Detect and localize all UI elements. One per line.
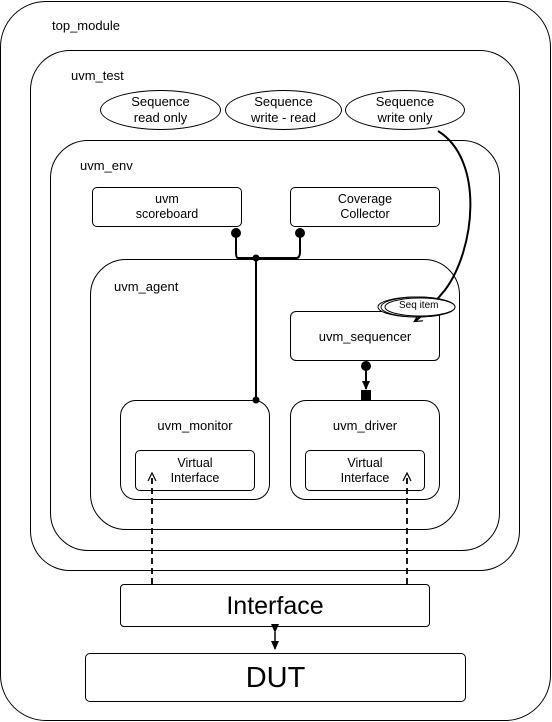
sequence-write-only: Sequence write only [345, 90, 465, 130]
driver-label: uvm_driver [332, 418, 398, 433]
monitor-virtual-interface: Virtual Interface [135, 450, 255, 491]
interface-box: Interface [120, 584, 430, 627]
sequence-read-only: Sequence read only [100, 90, 221, 130]
dut-box: DUT [85, 653, 466, 702]
seq-item-label: Seq item [399, 300, 439, 311]
sequencer-box: uvm_sequencer [290, 311, 440, 361]
top-module-label: top_module [52, 18, 120, 33]
scoreboard-box: uvm scoreboard [92, 187, 242, 227]
uvm-env-label: uvm_env [80, 158, 133, 173]
uvm-agent-label: uvm_agent [114, 279, 179, 294]
uvm-test-label: uvm_test [71, 68, 124, 83]
driver-virtual-interface: Virtual Interface [305, 450, 425, 491]
monitor-label: uvm_monitor [157, 418, 233, 433]
coverage-collector-box: Coverage Collector [290, 187, 440, 227]
sequence-write-read: Sequence write - read [225, 90, 342, 130]
